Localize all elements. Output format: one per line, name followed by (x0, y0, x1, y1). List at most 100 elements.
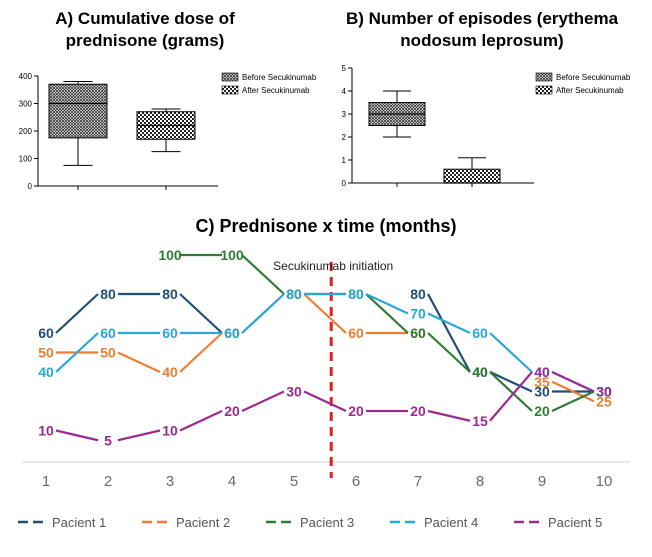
data-label: 60 (472, 325, 488, 341)
series-segment (179, 332, 223, 373)
legend-label: Before Secukinumab (242, 73, 317, 82)
panel-b-title: B) Number of episodes (erythema nodosum … (345, 9, 619, 50)
legend-label: Pacient 3 (300, 515, 354, 530)
series-segment (117, 429, 161, 442)
y-tick-label: 5 (342, 64, 347, 73)
x-tick-label: 7 (414, 473, 422, 490)
data-label: 30 (286, 384, 302, 400)
series-segment (489, 332, 533, 373)
series-segment (427, 293, 471, 373)
data-label: 50 (38, 345, 54, 361)
y-tick-label: 300 (19, 100, 33, 109)
annotation-label: Secukinumab initiation (273, 259, 393, 273)
data-label: 80 (348, 286, 364, 302)
data-label: 20 (534, 403, 550, 419)
series-segment (55, 293, 99, 334)
data-label: 30 (596, 384, 612, 400)
y-tick-label: 400 (19, 72, 33, 81)
box-iqr (48, 83, 108, 139)
x-tick-label: 9 (538, 473, 546, 490)
data-label: 80 (100, 286, 116, 302)
series-segment (427, 332, 471, 373)
data-label: 80 (286, 286, 302, 302)
data-label: 15 (472, 413, 488, 429)
panel-a-title: A) Cumulative dose of prednisone (grams) (55, 9, 235, 50)
data-label: 70 (410, 306, 426, 322)
legend-label: Pacient 4 (424, 515, 478, 530)
y-tick-label: 4 (342, 87, 347, 96)
legend-swatch (535, 72, 553, 82)
data-label: 40 (472, 364, 488, 380)
data-label: 30 (534, 384, 550, 400)
data-label: 40 (472, 364, 488, 380)
x-tick-label: 10 (596, 473, 613, 490)
data-label: 35 (534, 374, 550, 390)
data-label: 10 (38, 423, 54, 439)
x-tick-label: 3 (166, 473, 174, 490)
legend-label: Pacient 2 (176, 515, 230, 530)
series-segment (427, 312, 471, 334)
x-tick-label: 5 (290, 473, 298, 490)
series-segment (55, 332, 99, 373)
series-pacient-5 (55, 371, 595, 442)
data-label: 5 (104, 432, 112, 448)
x-tick-label: 4 (228, 473, 236, 490)
data-label: 50 (100, 345, 116, 361)
data-label: 60 (162, 325, 178, 341)
series-segment (303, 293, 347, 334)
data-label: 60 (410, 325, 426, 341)
series-segment (179, 410, 223, 432)
data-label: 20 (348, 403, 364, 419)
legend-label: Pacient 1 (52, 515, 106, 530)
series-segment (55, 429, 99, 442)
series-pacient-1 (55, 292, 594, 393)
data-label: 20 (224, 403, 240, 419)
data-label: 40 (534, 364, 550, 380)
series-segment (303, 390, 347, 412)
series-segment (551, 380, 595, 403)
legend-label: Before Secukinumab (556, 73, 631, 82)
legend-swatch (221, 85, 239, 95)
series-segment (489, 371, 533, 393)
data-label: 80 (286, 286, 302, 302)
data-label: 20 (410, 403, 426, 419)
series-segment (551, 371, 595, 393)
x-tick-label: 1 (42, 473, 50, 490)
series-segment (551, 390, 595, 412)
box-iqr (443, 168, 501, 184)
data-label: 40 (38, 364, 54, 380)
series-segment (241, 254, 285, 295)
y-tick-label: 200 (19, 127, 33, 136)
data-label: 30 (596, 384, 612, 400)
y-tick-label: 2 (342, 133, 347, 142)
series-segment (365, 293, 409, 315)
series-pacient-3 (180, 253, 595, 412)
series-pacient-4 (55, 292, 595, 393)
y-tick-label: 100 (19, 155, 33, 164)
data-label: 100 (220, 247, 244, 263)
data-label: 40 (534, 364, 550, 380)
legend-swatch (221, 72, 239, 82)
data-label: 30 (596, 384, 612, 400)
data-label: 80 (410, 286, 426, 302)
y-tick-label: 0 (28, 182, 33, 191)
y-tick-label: 0 (342, 179, 347, 188)
data-label: 60 (224, 325, 240, 341)
data-label: 100 (158, 247, 182, 263)
series-segment (365, 293, 409, 334)
legend-label: After Secukinumab (242, 86, 310, 95)
data-label: 60 (410, 325, 426, 341)
series-segment (241, 390, 285, 412)
data-label: 30 (596, 384, 612, 400)
x-tick-label: 2 (104, 473, 112, 490)
y-tick-label: 1 (342, 156, 347, 165)
y-tick-label: 3 (342, 110, 347, 119)
series-segment (489, 371, 533, 422)
data-label: 60 (38, 325, 54, 341)
data-label: 60 (224, 325, 240, 341)
series-segment (117, 351, 161, 373)
series-segment (427, 409, 471, 422)
